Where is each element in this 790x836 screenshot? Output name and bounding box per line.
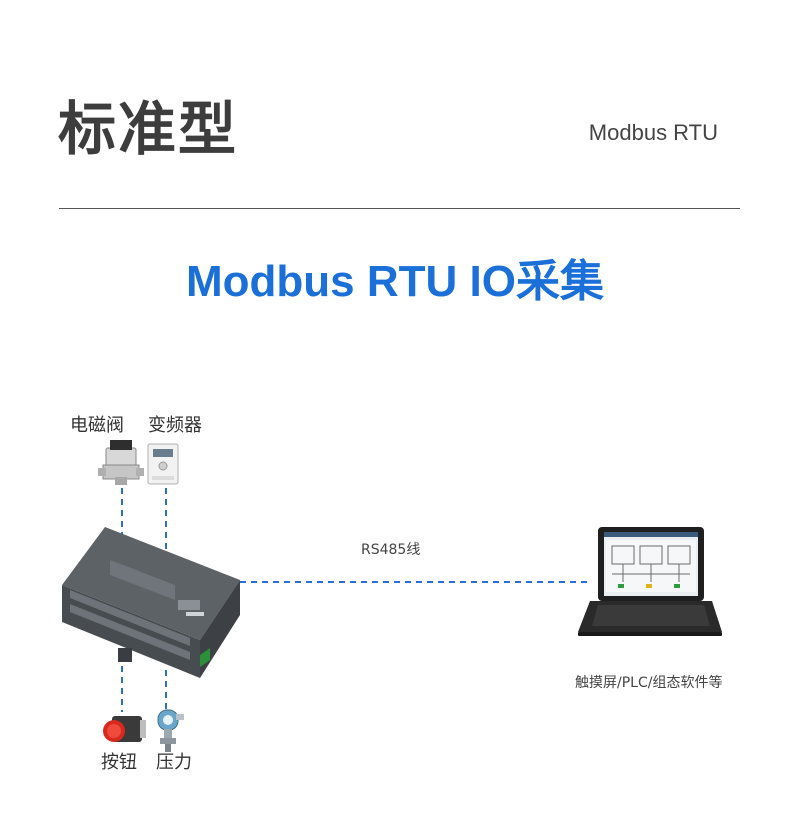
push-button-icon bbox=[103, 716, 146, 742]
inverter-icon bbox=[147, 443, 179, 485]
label-rs485: RS485线 bbox=[361, 542, 421, 558]
label-button: 按钮 bbox=[101, 752, 137, 773]
section-heading: Modbus RTU IO采集 bbox=[186, 257, 604, 306]
label-host-system: 触摸屏/PLC/组态软件等 bbox=[575, 675, 723, 691]
solenoid-valve-icon bbox=[98, 440, 144, 485]
page-title: 标准型 bbox=[58, 95, 239, 163]
label-inverter: 变频器 bbox=[148, 415, 202, 436]
label-pressure: 压力 bbox=[156, 752, 192, 773]
io-module-icon bbox=[62, 527, 240, 678]
laptop-icon bbox=[578, 527, 722, 636]
protocol-subtitle: Modbus RTU bbox=[588, 120, 718, 145]
header-divider bbox=[59, 208, 740, 209]
pressure-transmitter-icon bbox=[157, 709, 184, 752]
label-solenoid-valve: 电磁阀 bbox=[70, 415, 124, 436]
